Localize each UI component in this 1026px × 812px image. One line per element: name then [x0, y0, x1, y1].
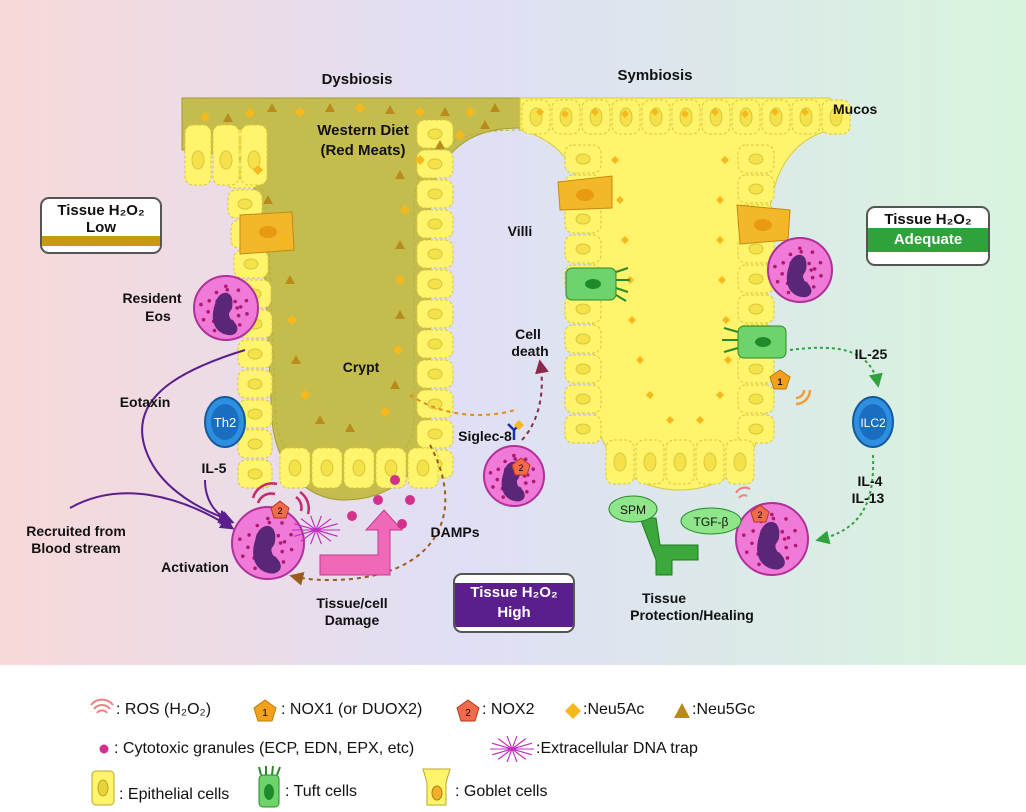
legend-nox1-label: : NOX1 (or DUOX2) — [281, 701, 423, 718]
legend-dna-trap-icon — [490, 735, 534, 763]
legend-goblet-label: : Goblet cells — [455, 783, 548, 800]
label-recruited-2: Blood stream — [31, 540, 120, 556]
dna-trap — [292, 515, 340, 545]
label-spm: SPM — [620, 503, 646, 517]
label-tissue-damage-1: Tissue/cell — [316, 595, 387, 611]
legend-nox2-icon: 2 — [456, 699, 480, 722]
legend-nox1-icon: 1 — [253, 699, 277, 722]
label-cell-death-2: death — [511, 343, 548, 359]
siglec-dashed-line — [409, 394, 516, 416]
label-ilc2: ILC2 — [860, 416, 886, 430]
svg-text:1: 1 — [262, 708, 268, 719]
legend-neu5ac-icon — [565, 703, 581, 719]
label-il13: IL-13 — [852, 490, 885, 506]
adequate-box-level: Adequate — [868, 228, 988, 252]
eotaxin-arrow — [141, 349, 246, 524]
label-mucos: Mucos — [833, 101, 878, 117]
label-il25: IL-25 — [855, 346, 888, 362]
label-recruited-1: Recruited from — [26, 523, 126, 539]
high-box-title: Tissue H₂O₂ — [455, 583, 573, 603]
high-box-level: High — [455, 603, 573, 627]
label-red-meats: (Red Meats) — [320, 142, 405, 159]
label-damps: DAMPs — [430, 524, 479, 540]
label-western-diet: Western Diet — [317, 122, 408, 139]
low-box-title: Tissue H₂O₂ — [57, 202, 145, 219]
th2-cell — [204, 396, 246, 448]
label-activation: Activation — [161, 559, 229, 575]
svg-text:2: 2 — [757, 510, 762, 520]
legend-ros-label: : ROS (H₂O₂) — [116, 701, 212, 718]
symbiosis-cells — [521, 99, 851, 485]
label-resident-eos-1: Resident — [122, 290, 181, 306]
label-siglec8: Siglec-8 — [458, 428, 512, 444]
symbiosis-eos-bottom: 2 — [735, 502, 809, 576]
cell-death-arrow — [521, 359, 549, 441]
label-protection-2: Protection/Healing — [630, 607, 754, 623]
cytotoxic-granules — [347, 475, 415, 529]
tissue-h2o2-adequate-box: Tissue H₂O₂ Adequate — [866, 206, 990, 266]
legend-dna-trap-label: :Extracellular DNA trap — [536, 740, 698, 757]
label-dysbiosis: Dysbiosis — [322, 71, 393, 88]
label-tissue-damage-2: Damage — [325, 612, 380, 628]
damage-block-arrow — [319, 509, 404, 576]
label-il4: IL-4 — [858, 473, 883, 489]
label-nox1-num: 1 — [777, 377, 782, 387]
legend-ros-icon — [90, 698, 114, 714]
ros-waves-activation — [251, 482, 310, 515]
label-crypt: Crypt — [343, 359, 380, 375]
tuft-cell — [722, 325, 787, 359]
label-protection-1: Tissue — [642, 590, 686, 606]
label-symbiosis: Symbiosis — [617, 67, 692, 84]
label-tgfb: TGF-β — [694, 515, 729, 529]
legend-tuft-icon — [258, 765, 281, 808]
legend-neu5ac-label: :Neu5Ac — [583, 701, 645, 718]
label-il5: IL-5 — [202, 460, 227, 476]
nox1-marker — [769, 369, 791, 390]
activated-eos-cell: 2 — [231, 500, 305, 580]
svg-text:2: 2 — [277, 506, 282, 516]
legend-neu5gc-label: :Neu5Gc — [692, 701, 756, 718]
tissue-h2o2-low-box: Tissue H₂O₂ Low — [40, 197, 162, 254]
label-resident-eos-2: Eos — [145, 308, 171, 324]
label-cell-death-1: Cell — [515, 326, 541, 342]
symbiosis-eos-top — [767, 237, 833, 303]
ilc2-cell — [852, 396, 894, 448]
legend-epithelial-label: : Epithelial cells — [119, 786, 230, 803]
ros-waves-symbiosis — [735, 486, 751, 499]
legend-tuft-label: : Tuft cells — [285, 783, 358, 800]
label-villi: Villi — [508, 223, 533, 239]
legend-nox2-label: : NOX2 — [482, 701, 535, 718]
legend-goblet-icon — [422, 768, 451, 806]
resident-eos-cell — [193, 275, 259, 341]
svg-text:2: 2 — [518, 463, 523, 473]
siglec8-receptor — [507, 420, 524, 440]
legend-epithelial-icon — [91, 770, 115, 806]
tuft-cell — [565, 267, 630, 302]
svg-text:2: 2 — [465, 708, 471, 719]
label-th2: Th2 — [214, 415, 236, 430]
diagram-canvas: 2 2 2 — [0, 0, 1026, 665]
legend: 1 2 : ROS (H₂O₂) — [0, 665, 1026, 812]
legend-neu5gc-icon — [674, 703, 690, 718]
recruited-arrow — [69, 492, 235, 530]
dysbiosis-cells — [184, 103, 500, 489]
legend-granules-label: : Cytotoxic granules (ECP, EDN, EPX, etc… — [114, 740, 415, 757]
low-box-level: Low — [86, 219, 116, 236]
tissue-h2o2-high-box: Tissue H₂O₂ High — [453, 573, 575, 633]
spm-tgfb-structure — [608, 495, 742, 576]
il25-arrow — [789, 346, 883, 388]
label-eotaxin: Eotaxin — [120, 394, 171, 410]
legend-granule-icon — [99, 744, 109, 754]
ros-waves — [795, 389, 812, 406]
siglec8-eos-cell: 2 — [483, 445, 545, 507]
adequate-box-title: Tissue H₂O₂ — [884, 211, 972, 228]
